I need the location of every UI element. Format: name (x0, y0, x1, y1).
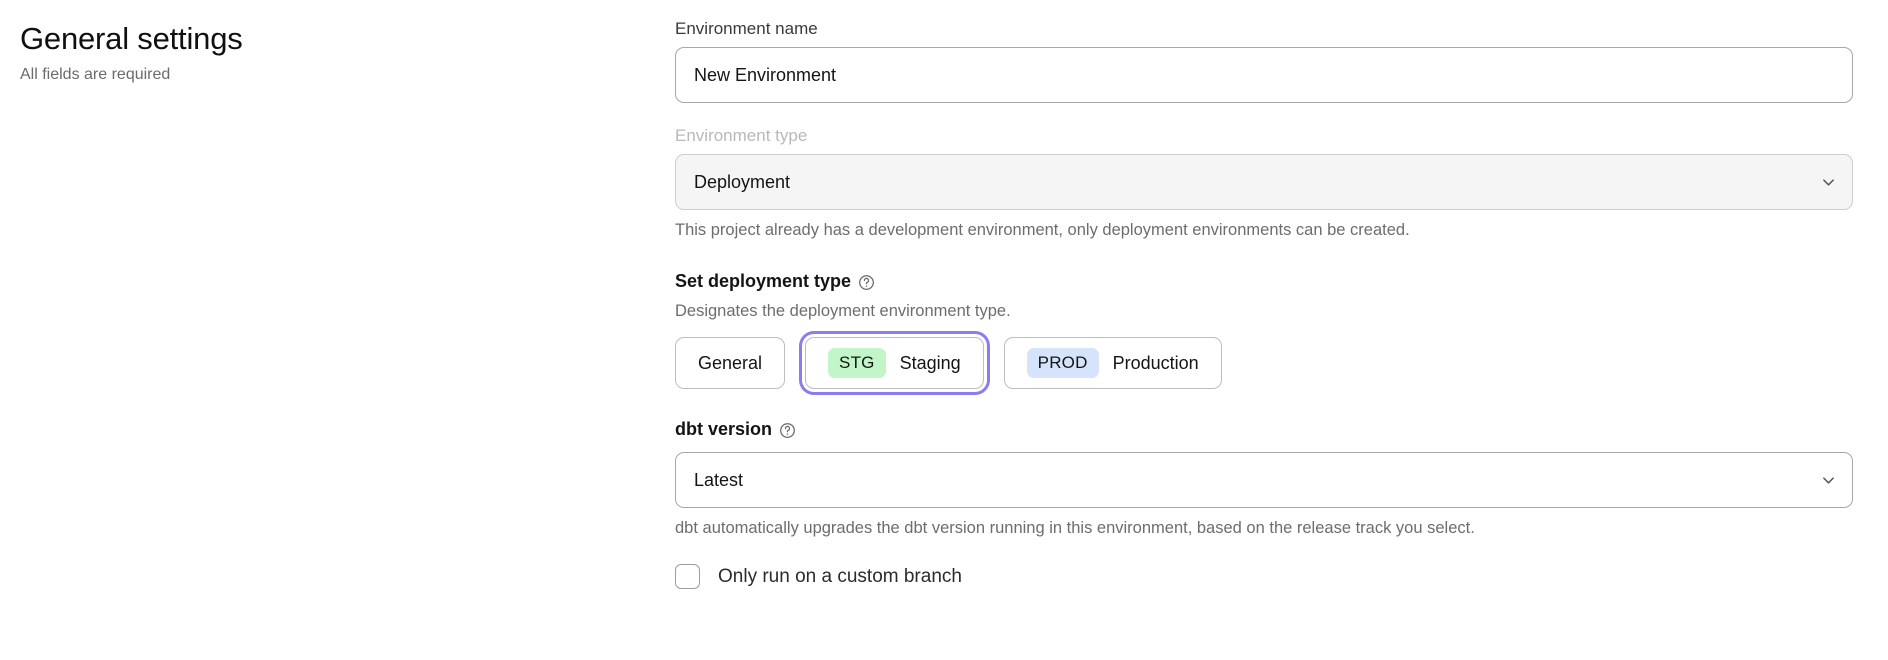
dbt-version-value: Latest (694, 469, 744, 490)
environment-type-field-group: Environment type Deployment This project… (675, 125, 1853, 241)
dbt-version-heading-row: dbt version (675, 417, 1853, 441)
settings-intro-column: General settings All fields are required (0, 18, 675, 660)
environment-name-field-group: Environment name (675, 18, 1853, 103)
deployment-type-heading: Set deployment type (675, 271, 852, 291)
deployment-type-heading-row: Set deployment type (675, 269, 1853, 293)
custom-branch-row: Only run on a custom branch (675, 564, 1853, 589)
page-subtitle: All fields are required (20, 66, 171, 83)
deployment-type-option-general[interactable]: General (675, 337, 786, 389)
deployment-type-toggle-group: General STG Staging PROD Production (675, 337, 1853, 389)
environment-name-label: Environment name (675, 19, 818, 38)
environment-type-select-wrapper: Deployment (675, 154, 1853, 210)
deployment-type-description: Designates the deployment environment ty… (675, 302, 1011, 320)
environment-type-label: Environment type (675, 126, 808, 145)
help-circle-icon[interactable] (858, 273, 875, 290)
deployment-type-option-staging-label: Staging (899, 352, 961, 373)
environment-type-select[interactable]: Deployment (675, 154, 1853, 210)
dbt-version-group: dbt version Latest (675, 417, 1853, 539)
dbt-version-label: dbt version (675, 419, 773, 439)
deployment-type-group: Set deployment type Designates the deplo… (675, 269, 1853, 389)
deployment-type-option-general-label: General (698, 352, 763, 373)
environment-type-value: Deployment (694, 171, 791, 192)
deployment-type-option-staging[interactable]: STG Staging (805, 337, 984, 389)
deployment-type-option-production-label: Production (1112, 352, 1199, 373)
page-title: General settings (20, 21, 243, 56)
staging-badge: STG (828, 348, 886, 378)
custom-branch-checkbox[interactable] (675, 564, 700, 589)
environment-name-input[interactable] (675, 47, 1853, 103)
dbt-version-helper-text: dbt automatically upgrades the dbt versi… (675, 519, 1475, 537)
help-circle-icon[interactable] (779, 421, 796, 438)
production-badge: PROD (1026, 348, 1099, 378)
dbt-version-select-wrapper: Latest (675, 452, 1853, 508)
custom-branch-label: Only run on a custom branch (718, 565, 962, 587)
environment-type-helper-text: This project already has a development e… (675, 221, 1410, 239)
dbt-version-select[interactable]: Latest (675, 452, 1853, 508)
deployment-type-option-production[interactable]: PROD Production (1003, 337, 1222, 389)
settings-form-column: Environment name Environment type Deploy… (675, 18, 1888, 660)
